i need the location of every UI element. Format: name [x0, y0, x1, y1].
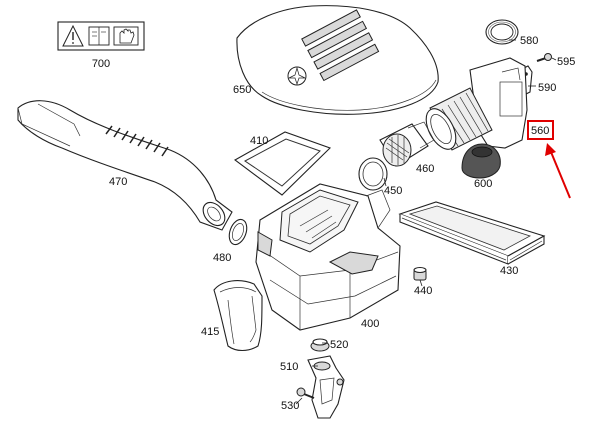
- part-label-510: 510: [280, 361, 298, 373]
- seal-ring-part: [485, 19, 519, 45]
- air-mass-sensor-part: [425, 57, 528, 151]
- air-filter-element-part: [398, 201, 546, 265]
- part-label-470: 470: [109, 176, 127, 188]
- part-label-400: 400: [361, 318, 379, 330]
- o-ring-part: [228, 218, 248, 246]
- intake-duct-part: [17, 100, 233, 231]
- part-label-595: 595: [557, 56, 575, 68]
- part-label-560: 560: [531, 125, 549, 137]
- part-label-600: 600: [474, 178, 492, 190]
- warning-label-part: [57, 21, 145, 51]
- part-label-410: 410: [250, 135, 268, 147]
- part-label-430: 430: [500, 265, 518, 277]
- ring-seal-part: [358, 157, 388, 191]
- part-label-530: 530: [281, 400, 299, 412]
- part-label-590: 590: [538, 82, 556, 94]
- rubber-bushing-part: [310, 338, 330, 352]
- part-label-460: 460: [416, 163, 434, 175]
- rubber-cap-part: [461, 143, 501, 179]
- part-label-520: 520: [330, 339, 348, 351]
- part-label-450: 450: [384, 185, 402, 197]
- mounting-bracket-part: [307, 355, 345, 419]
- manual-book-icon: [88, 26, 110, 46]
- part-label-700: 700: [92, 58, 110, 70]
- duct-ribs: [105, 125, 169, 157]
- screw-part: [536, 53, 552, 62]
- part-label-415: 415: [201, 326, 219, 338]
- gasket-frame-part: [233, 131, 332, 196]
- engine-cover-part: [236, 5, 439, 115]
- part-label-440: 440: [414, 285, 432, 297]
- grommet-part: [413, 266, 427, 281]
- part-label-580: 580: [520, 35, 538, 47]
- flange-part: [379, 121, 435, 167]
- leader-lines: [295, 39, 557, 405]
- hand-protection-icon: [113, 26, 139, 46]
- part-label-480: 480: [213, 252, 231, 264]
- warning-triangle-icon: [62, 24, 84, 47]
- air-filter-housing-part: [255, 183, 401, 331]
- highlight-arrow-icon: [545, 143, 571, 199]
- part-label-650: 650: [233, 84, 251, 96]
- hose-piece-part: [213, 280, 263, 352]
- highlight-box-560: [527, 120, 554, 140]
- bolt-part: [296, 387, 315, 399]
